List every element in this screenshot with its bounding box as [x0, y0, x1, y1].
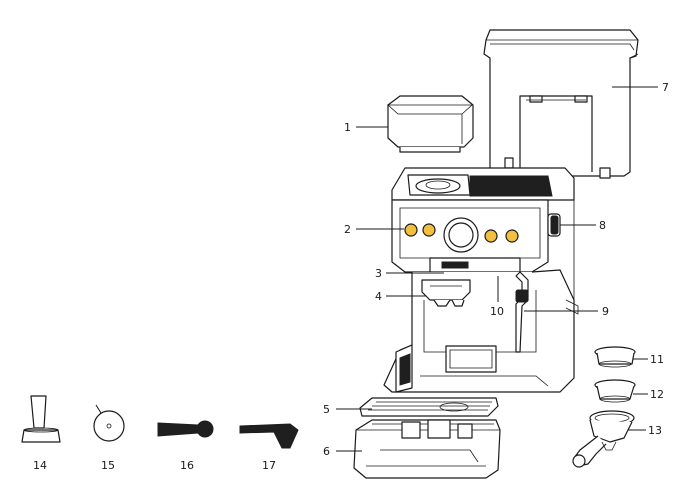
callout-2: 2 — [344, 223, 351, 236]
drip-tray-grate — [359, 397, 499, 417]
callout-8: 8 — [599, 219, 606, 232]
callout-17: 17 — [262, 459, 276, 472]
callout-9: 9 — [602, 305, 609, 318]
callout-5: 5 — [323, 403, 330, 416]
measuring-scoop — [239, 423, 299, 449]
callout-7: 7 — [662, 81, 669, 94]
double-filter-basket — [594, 379, 636, 403]
callout-16: 16 — [180, 459, 194, 472]
callout-11: 11 — [650, 353, 664, 366]
water-tank — [483, 29, 639, 179]
single-filter-basket — [594, 346, 636, 368]
callout-4: 4 — [375, 290, 382, 303]
callout-10: 10 — [490, 305, 504, 318]
espresso-machine-body — [383, 167, 579, 393]
drip-tray — [353, 419, 501, 479]
callout-3: 3 — [375, 267, 382, 280]
callout-6: 6 — [323, 445, 330, 458]
callout-1: 1 — [344, 121, 351, 134]
callout-15: 15 — [101, 459, 115, 472]
leader-lines — [336, 86, 658, 452]
callout-14: 14 — [33, 459, 47, 472]
callout-labels: 1 2 3 4 5 6 7 8 9 10 11 12 13 14 15 16 1… — [33, 81, 669, 472]
callout-12: 12 — [650, 388, 664, 401]
portafilter — [572, 410, 635, 468]
cleaning-pin-tool — [157, 420, 214, 438]
tamper — [21, 395, 61, 443]
callout-13: 13 — [648, 424, 662, 437]
cleaning-disc — [93, 404, 125, 442]
bean-hopper — [386, 95, 474, 153]
